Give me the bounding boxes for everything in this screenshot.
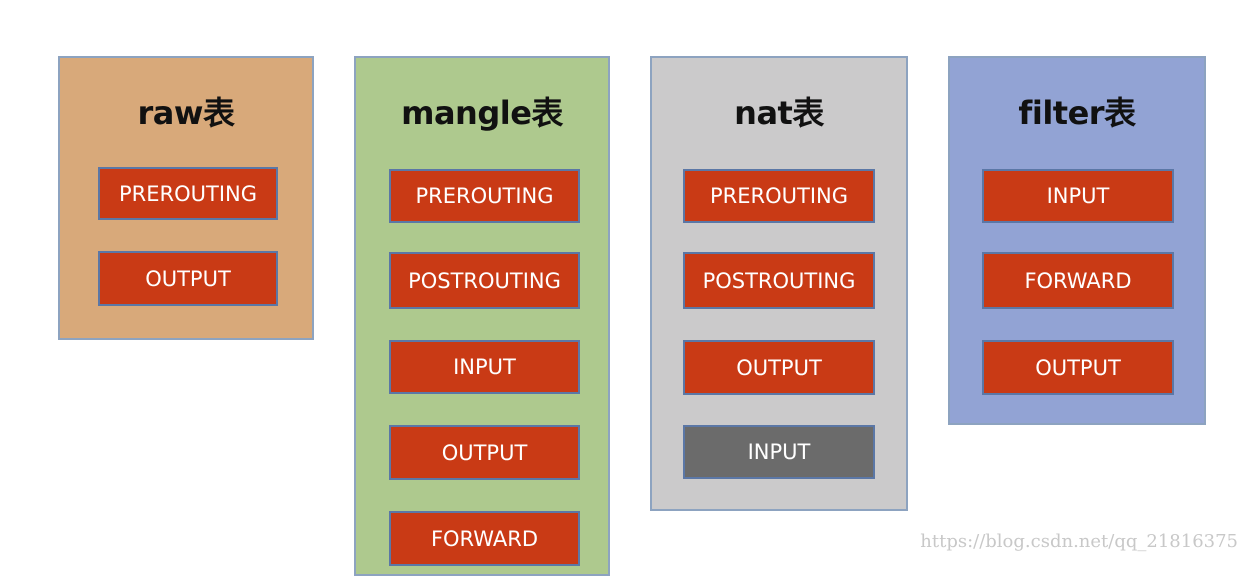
- mangle-chain-forward: FORWARD: [389, 511, 580, 566]
- filter-chain-forward: FORWARD: [982, 252, 1174, 309]
- mangle-chain-output: OUTPUT: [389, 425, 580, 480]
- mangle-chain-input: INPUT: [389, 340, 580, 394]
- mangle-table-title: mangle表: [401, 94, 563, 132]
- raw-chain-output: OUTPUT: [98, 251, 278, 306]
- mangle-table-panel: mangle表 PREROUTING POSTROUTING INPUT OUT…: [354, 56, 610, 576]
- nat-table-panel: nat表 PREROUTING POSTROUTING OUTPUT INPUT: [650, 56, 908, 511]
- mangle-chain-postrouting: POSTROUTING: [389, 252, 580, 309]
- raw-chain-prerouting: PREROUTING: [98, 167, 278, 220]
- raw-table-title: raw表: [137, 94, 235, 132]
- filter-chain-input: INPUT: [982, 169, 1174, 223]
- raw-table-panel: raw表 PREROUTING OUTPUT: [58, 56, 314, 340]
- nat-chain-input: INPUT: [683, 425, 875, 479]
- nat-chain-prerouting: PREROUTING: [683, 169, 875, 223]
- watermark: https://blog.csdn.net/qq_21816375: [920, 531, 1238, 552]
- filter-chain-output: OUTPUT: [982, 340, 1174, 395]
- mangle-chain-prerouting: PREROUTING: [389, 169, 580, 223]
- nat-table-title: nat表: [734, 94, 824, 132]
- filter-table-title: filter表: [1018, 94, 1136, 132]
- nat-chain-output: OUTPUT: [683, 340, 875, 395]
- filter-table-panel: filter表 INPUT FORWARD OUTPUT: [948, 56, 1206, 425]
- nat-chain-postrouting: POSTROUTING: [683, 252, 875, 309]
